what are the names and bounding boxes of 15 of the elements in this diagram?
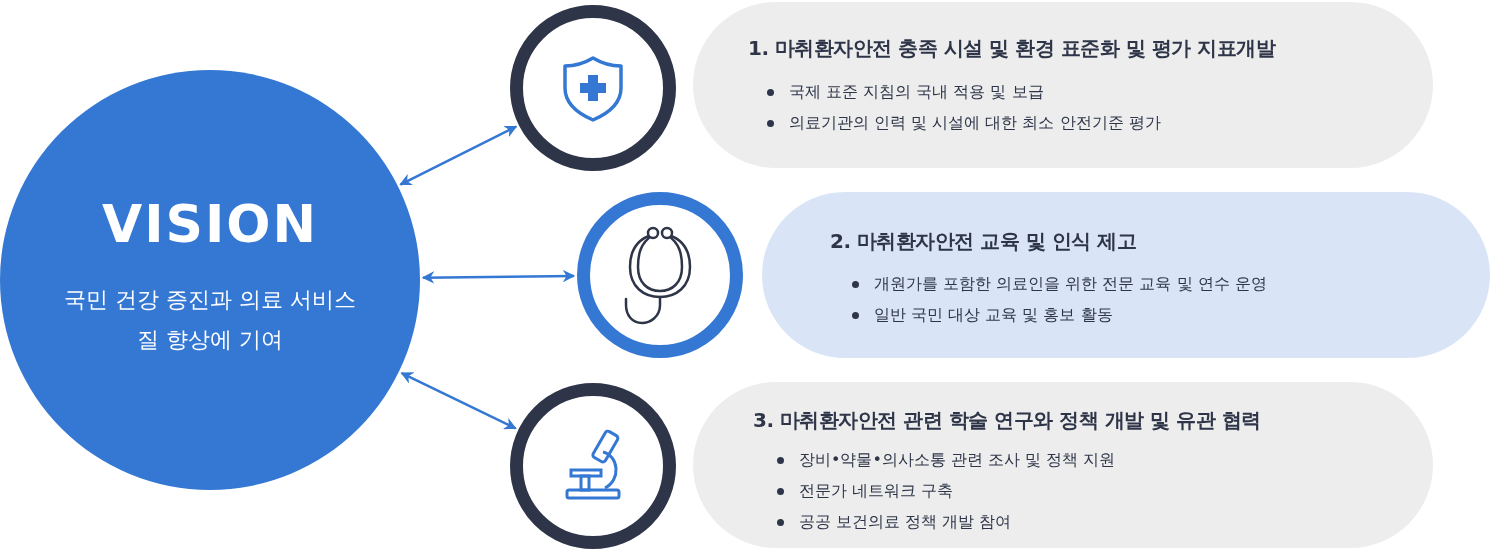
card-heading: 1. 마취환자안전 충족 시설 및 환경 표준화 및 평가 지표개발: [748, 35, 1276, 62]
bullet-item: 장비•약물•의사소통 관련 조사 및 정책 지원: [775, 450, 1116, 471]
bullet-item: 국제 표준 지침의 국내 적용 및 보급: [765, 82, 1044, 103]
arrow: [399, 125, 518, 186]
arrow: [400, 371, 517, 430]
card-heading: 3. 마취환자안전 관련 학술 연구와 정책 개발 및 유관 협력: [753, 407, 1261, 434]
bullet-item: 의료기관의 인력 및 시설에 대한 최소 안전기준 평가: [765, 113, 1161, 134]
vision-statement: 국민 건강 증진과 의료 서비스 질 향상에 기여: [63, 286, 357, 354]
vision-title: VISION: [100, 194, 320, 254]
bullet-item: 일반 국민 대상 교육 및 홍보 활동: [850, 305, 1113, 326]
bullet-item: 공공 보건의료 정책 개발 참여: [775, 512, 1012, 533]
bullet-item: 전문가 네트워크 구축: [775, 481, 954, 502]
bullet-item: 개원가를 포함한 의료인을 위한 전문 교육 및 연수 운영: [850, 274, 1267, 295]
card-heading: 2. 마취환자안전 교육 및 인식 제고: [830, 228, 1137, 255]
arrow: [421, 269, 576, 284]
